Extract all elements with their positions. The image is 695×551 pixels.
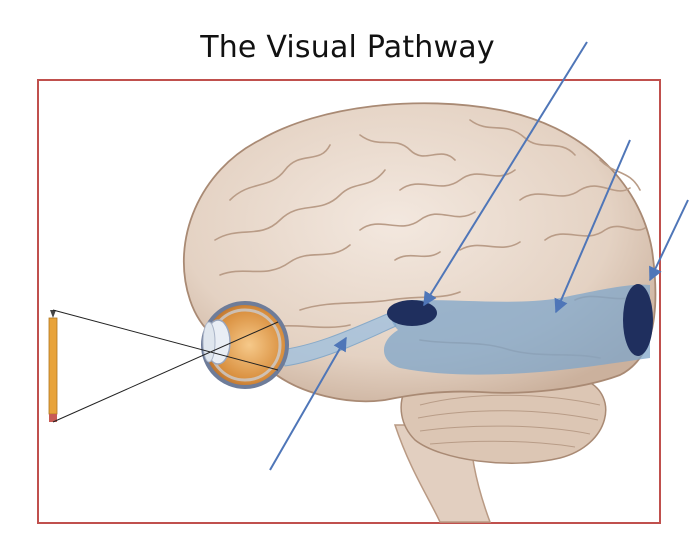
eye — [201, 301, 289, 389]
arrow-to-lgn — [423, 41, 588, 307]
diagram-frame — [37, 79, 661, 524]
primary-visual-cortex — [623, 284, 653, 356]
pencil-object — [48, 310, 58, 422]
light-rays — [52, 309, 279, 423]
arrow-to-visual-cortex — [649, 199, 689, 282]
cerebellum-folia — [417, 394, 601, 448]
lateral-geniculate-nucleus — [387, 300, 437, 326]
brain-gyri — [214, 119, 646, 359]
optic-radiation — [383, 284, 650, 375]
diagram-title: The Visual Pathway — [200, 30, 495, 65]
arrow-to-optic-radiation — [554, 139, 631, 314]
arrow-to-optic-nerve — [269, 336, 347, 471]
